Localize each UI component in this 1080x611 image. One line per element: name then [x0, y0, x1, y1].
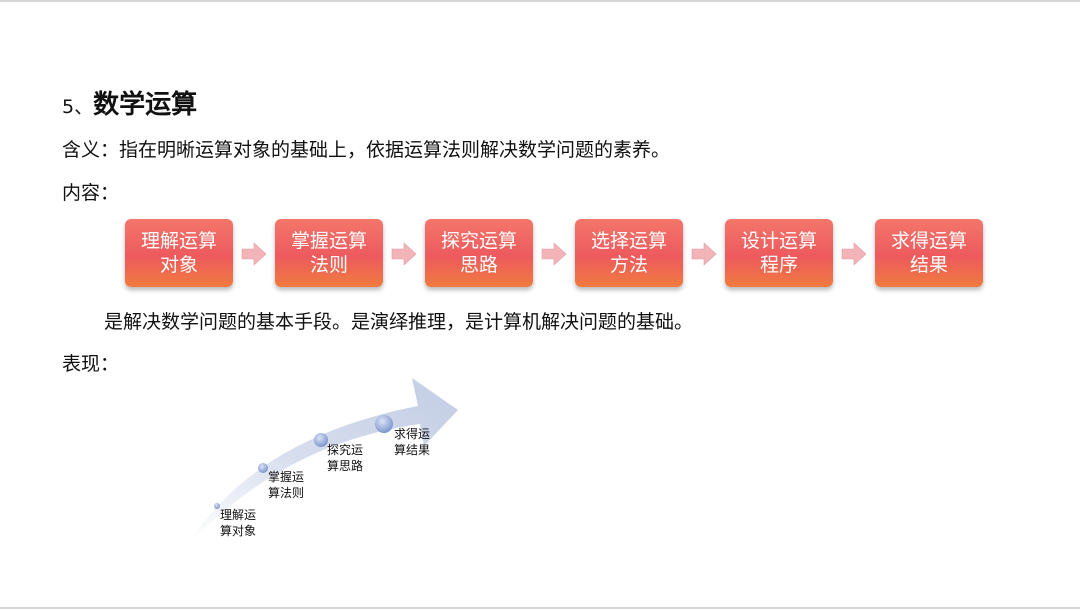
bottom-border [0, 607, 1080, 609]
flow-step-2-line1: 掌握运算 [290, 230, 367, 252]
curve-label-1-line1: 理解运 [220, 508, 257, 522]
flow-step-4: 选择运算 方法 [575, 219, 683, 287]
flow-step-3-line2: 思路 [459, 254, 498, 276]
flow-step-4-line2: 方法 [609, 254, 648, 276]
flow-step-6-line1: 求得运算 [890, 230, 967, 252]
heading-number: 5、 [62, 96, 94, 118]
meaning-text: 含义：指在明晰运算对象的基础上，依据运算法则解决数学问题的素养。 [62, 139, 671, 161]
flow-arrow-icon [541, 242, 567, 266]
flow-step-5: 设计运算 程序 [725, 219, 833, 287]
curve-label-4-line1: 求得运 [394, 427, 431, 441]
basis-text: 是解决数学问题的基本手段。是演绎推理，是计算机解决问题的基础。 [104, 311, 694, 333]
flow-step-6: 求得运算 结果 [875, 219, 983, 287]
curve-dot-1 [214, 503, 220, 509]
growth-curve-diagram: 理解运 算对象 掌握运 算法则 探究运 算思路 求得运 算结果 [180, 372, 470, 552]
curve-label-1-line2: 算对象 [220, 524, 257, 538]
flow-step-3: 探究运算 思路 [425, 219, 533, 287]
flow-arrow-icon [241, 242, 267, 266]
curve-label-3-line1: 探究运 [327, 443, 364, 457]
flow-step-5-line2: 程序 [759, 254, 798, 276]
flow-arrow-icon [391, 242, 417, 266]
flow-arrow-icon [691, 242, 717, 266]
flow-arrow-icon [841, 242, 867, 266]
curve-label-2-line2: 算法则 [268, 486, 305, 500]
curve-label-4: 求得运 算结果 [394, 426, 430, 458]
curve-dot-2 [258, 463, 268, 473]
flow-step-1: 理解运算 对象 [125, 219, 233, 287]
flow-step-1-line1: 理解运算 [140, 230, 217, 252]
curve-label-3: 探究运 算思路 [327, 442, 363, 474]
curve-label-4-line2: 算结果 [394, 443, 431, 457]
flow-step-3-line1: 探究运算 [440, 230, 517, 252]
content-label: 内容： [62, 182, 120, 204]
flow-step-5-line1: 设计运算 [740, 230, 817, 252]
flow-step-6-line2: 结果 [909, 254, 948, 276]
flow-step-2-line2: 法则 [309, 254, 348, 276]
top-border [0, 0, 1080, 2]
curve-dot-3 [314, 433, 328, 447]
flow-step-4-line1: 选择运算 [590, 230, 667, 252]
heading-title: 数学运算 [93, 90, 198, 120]
process-flow: 理解运算 对象 掌握运算 法则 探究运算 思路 选择运算 方法 设计运算 [125, 219, 985, 289]
flow-step-1-line2: 对象 [159, 254, 198, 276]
curved-arrow-graphic [188, 378, 458, 544]
section-heading: 5、 数学运算 [62, 84, 197, 121]
curve-label-3-line2: 算思路 [327, 459, 364, 473]
curve-label-1: 理解运 算对象 [220, 507, 256, 539]
curve-dot-4 [375, 415, 393, 433]
curve-label-2-line1: 掌握运 [268, 470, 305, 484]
curve-label-2: 掌握运 算法则 [268, 469, 304, 501]
performance-label: 表现： [62, 353, 120, 375]
flow-step-2: 掌握运算 法则 [275, 219, 383, 287]
